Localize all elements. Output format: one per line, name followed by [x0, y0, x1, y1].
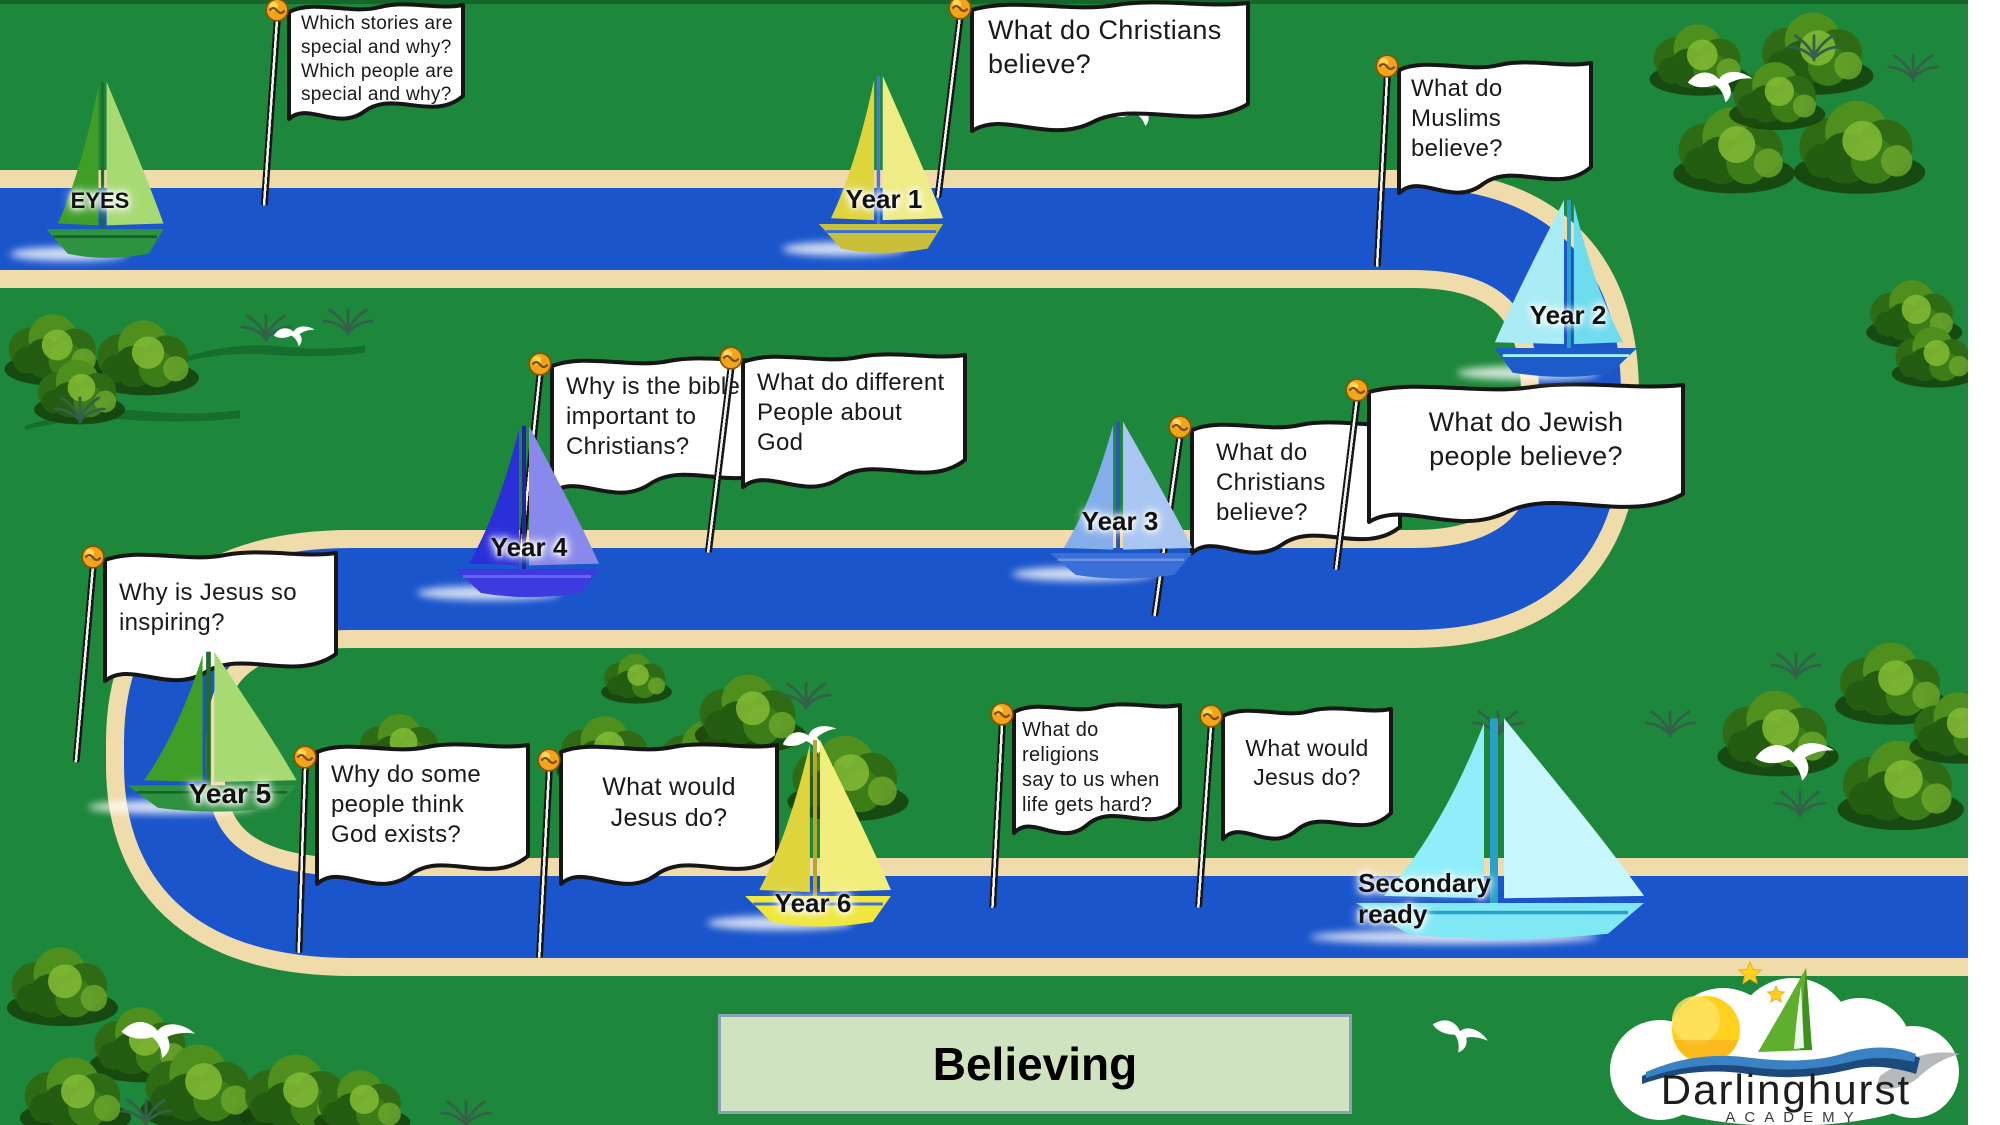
- banner-title: Believing: [932, 1038, 1138, 1090]
- boat-year-6: [737, 738, 899, 934]
- flag-finial-icon: [718, 345, 744, 371]
- flag-text-christians-mid: What do Christians believe?: [1216, 439, 1326, 526]
- flag-text-jewish: What do Jewish people believe?: [1428, 407, 1624, 471]
- bush-icon: [15, 1055, 136, 1125]
- seagull-icon: [1423, 1006, 1496, 1066]
- believing-banner: Believing: [718, 1014, 1352, 1114]
- boat-label-year-5: Year 5: [188, 778, 272, 809]
- bush-icon: [88, 318, 204, 399]
- flag-text-bible: Why is the bible important to Christians…: [566, 373, 741, 460]
- fern-icon: [1768, 648, 1824, 682]
- logo-subtitle: ACADEMY: [1725, 1109, 1862, 1125]
- flag-cloth: What do Muslims believe?: [1397, 60, 1593, 208]
- flag-text-stories: Which stories are special and why? Which…: [301, 13, 454, 106]
- gray-wing-icon: [1876, 1052, 1960, 1089]
- seagull-icon: [778, 718, 844, 761]
- seagull-icon: [1751, 732, 1841, 786]
- flag-cloth: Why is Jesus so inspiring?: [103, 550, 338, 695]
- top-edge-strip: [0, 0, 1968, 4]
- boat-year-2: [1487, 198, 1645, 384]
- flag-text-inspiring: Why is Jesus so inspiring?: [119, 579, 297, 636]
- flag-finial-icon: [80, 544, 106, 570]
- flag-text-different: What do different People about God: [757, 369, 945, 456]
- boat-label-year-4: Year 4: [490, 532, 568, 562]
- fern-icon: [438, 1096, 494, 1125]
- flag-cloth: Which stories are special and why? Which…: [287, 2, 465, 132]
- flag-text-wwjd-left: What would Jesus do?: [602, 773, 736, 833]
- academy-logo: Darlinghurst ACADEMY: [1598, 952, 1970, 1125]
- flag-text-christians-top: What do Christians believe?: [988, 15, 1222, 79]
- logo-sail-slit: [1794, 986, 1804, 1049]
- flag-finial-icon: [1374, 53, 1400, 79]
- flag-cloth: What do Jewish people believe?: [1367, 382, 1685, 537]
- bush-icon: [598, 652, 675, 706]
- flag-finial-icon: [989, 701, 1015, 727]
- flag-finial-icon: [1344, 377, 1370, 403]
- flag-cloth: What do religions say to us when life ge…: [1012, 702, 1182, 848]
- bush-icon: [1668, 105, 1800, 197]
- wave-light-icon: [1646, 1047, 1916, 1078]
- bush-icon: [1832, 738, 1970, 834]
- page-edge-strip: [1968, 0, 2000, 1125]
- fern-icon: [320, 304, 376, 338]
- flag-cloth: Why do some people think God exists?: [315, 742, 530, 900]
- boat-year-4: [447, 424, 607, 604]
- seagull-icon: [115, 1007, 204, 1066]
- flag-cloth: What would Jesus do?: [1221, 706, 1393, 854]
- fern-icon: [52, 392, 108, 426]
- logo-name: Darlinghurst: [1661, 1066, 1911, 1113]
- boat-label-year-1: Year 1: [845, 184, 923, 214]
- fern-icon: [1885, 50, 1941, 84]
- sun-highlight: [1672, 996, 1720, 1044]
- boat-secondary-ready: [1340, 716, 1660, 948]
- fern-icon: [1772, 786, 1828, 820]
- flag-cloth: What would Jesus do?: [559, 742, 779, 900]
- flag-cloth: What do different People about God: [741, 352, 967, 502]
- bush-icon: [1725, 60, 1830, 133]
- fern-icon: [1642, 706, 1698, 740]
- flag-finial-icon: [292, 744, 318, 770]
- boat-year-5: [118, 650, 306, 818]
- fern-icon: [238, 310, 294, 344]
- flag-finial-icon: [527, 351, 553, 377]
- flag-finial-icon: [1167, 414, 1193, 440]
- fern-icon: [778, 678, 834, 712]
- flag-text-god-exists: Why do some people think God exists?: [331, 761, 482, 848]
- bush-icon: [1888, 325, 1982, 390]
- boat-label-year-2: Year 2: [1529, 300, 1607, 330]
- fern-icon: [1786, 30, 1842, 64]
- boat-label-year-6: Year 6: [774, 888, 852, 918]
- boat-year-1: [812, 74, 950, 260]
- flag-text-wwjd-right: What would Jesus do?: [1245, 735, 1369, 790]
- bush-icon: [310, 1068, 415, 1125]
- flag-finial-icon: [264, 0, 290, 23]
- flag-finial-icon: [947, 0, 973, 21]
- fern-icon: [118, 1094, 174, 1125]
- academy-logo-graphic: Darlinghurst ACADEMY: [1610, 960, 1960, 1125]
- seagull-icon: [272, 322, 318, 348]
- boat-label-year-3: Year 3: [1081, 506, 1159, 536]
- boat-eyes: [40, 80, 170, 265]
- boat-label-secondary-ready: Secondary ready: [1358, 868, 1491, 929]
- hill-ridge: [175, 338, 365, 364]
- bush-icon: [135, 1042, 267, 1125]
- flag-finial-icon: [536, 747, 562, 773]
- boat-year-3: [1042, 420, 1200, 585]
- boat-label-eyes: EYES: [70, 188, 130, 213]
- flag-cloth: What do Christians believe?: [970, 0, 1250, 145]
- bush-icon: [2, 945, 123, 1030]
- bush-icon: [1788, 98, 1931, 198]
- flag-text-muslims: What do Muslims believe?: [1411, 75, 1503, 162]
- flag-text-religions: What do religions say to us when life ge…: [1022, 719, 1160, 816]
- flag-finial-icon: [1198, 703, 1224, 729]
- seagull-icon: [1683, 61, 1758, 107]
